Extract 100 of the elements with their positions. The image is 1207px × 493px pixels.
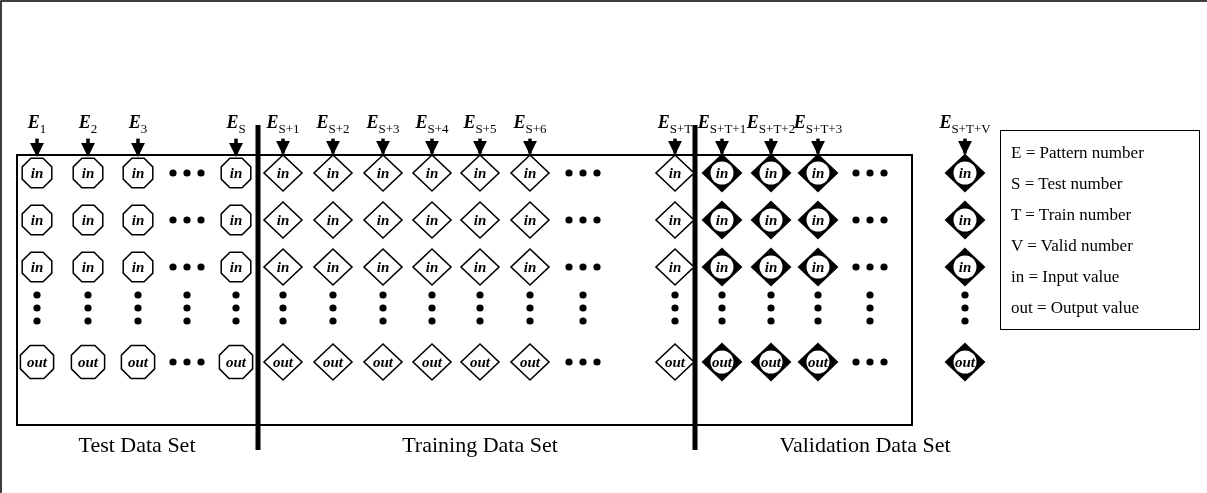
octagon-node [20, 250, 54, 284]
octagon-node [71, 203, 105, 237]
node-label: in [131, 212, 145, 228]
legend-box [1000, 130, 1200, 330]
arrow [326, 138, 340, 155]
node-label: in [958, 165, 972, 181]
bold-diamond-node [702, 343, 742, 381]
bold-diamond-node [751, 201, 791, 239]
bold-diamond-node [702, 248, 742, 286]
diamond-node [510, 248, 550, 286]
node-label: out [520, 354, 540, 370]
node-label: in [229, 259, 243, 275]
diamond-node [510, 343, 550, 381]
diamond-node [655, 154, 695, 192]
arrow [668, 138, 682, 155]
node-label: in [326, 212, 340, 228]
node-label: in [81, 212, 95, 228]
node-label: out [955, 354, 975, 370]
arrow [764, 138, 778, 155]
octagon-node [121, 203, 155, 237]
octagon-node [121, 250, 155, 284]
node-label: in [473, 259, 487, 275]
diamond-node [363, 154, 403, 192]
bold-diamond-node [702, 201, 742, 239]
legend-entry: T = Train number [1011, 204, 1133, 226]
octagon-node [217, 343, 255, 381]
legend-entry: S = Test number [1011, 173, 1124, 195]
node-label: in [811, 259, 825, 275]
pattern-label: E$_{S+T}$ [657, 112, 693, 139]
node-label: in [958, 212, 972, 228]
legend-entry: E = Pattern number [1011, 142, 1145, 164]
octagon-node [18, 343, 56, 381]
diamond-node [363, 248, 403, 286]
arrow [229, 138, 243, 157]
bold-diamond-node [751, 154, 791, 192]
node-label: in [523, 212, 537, 228]
octagon-node [20, 156, 54, 190]
node-label: in [326, 165, 340, 181]
node-label: in [668, 259, 682, 275]
octagon-node [121, 156, 155, 190]
diamond-node [460, 154, 500, 192]
diamond-node [460, 248, 500, 286]
node-label: out [712, 354, 732, 370]
pattern-label: E$_{1}$ [27, 112, 47, 139]
pattern-label: E$_{S+5}$ [463, 112, 497, 139]
bold-diamond-node [945, 343, 985, 381]
node-label: in [958, 259, 972, 275]
octagon-node [71, 156, 105, 190]
arrow [276, 138, 290, 155]
node-label: in [30, 212, 44, 228]
node-label: in [326, 259, 340, 275]
bold-diamond-node [945, 201, 985, 239]
bold-diamond-node [751, 343, 791, 381]
pattern-label: E$_{S+6}$ [513, 112, 547, 139]
diamond-node [460, 201, 500, 239]
node-label: in [425, 212, 439, 228]
diamond-node [460, 343, 500, 381]
node-label: in [715, 212, 729, 228]
node-label: in [523, 259, 537, 275]
arrow [523, 138, 537, 155]
arrow [958, 138, 972, 155]
octagon-node [219, 250, 253, 284]
diamond-node [313, 201, 353, 239]
pattern-label: E$_{S+T+V}$ [939, 112, 991, 139]
node-label: in [276, 212, 290, 228]
diamond-node [263, 248, 303, 286]
bold-diamond-node [702, 154, 742, 192]
pattern-label: E$_{2}$ [78, 112, 98, 139]
node-label: in [811, 212, 825, 228]
node-label: out [808, 354, 828, 370]
node-label: out [128, 354, 148, 370]
node-label: in [668, 212, 682, 228]
node-label: in [276, 165, 290, 181]
node-label: out [470, 354, 490, 370]
pattern-label: E$_{S}$ [226, 112, 246, 139]
bold-diamond-node [751, 248, 791, 286]
node-label: out [273, 354, 293, 370]
node-label: in [715, 165, 729, 181]
node-label: in [229, 212, 243, 228]
node-label: in [376, 165, 390, 181]
node-label: out [422, 354, 442, 370]
pattern-label: E$_{S+2}$ [316, 112, 350, 139]
bold-diamond-node [945, 248, 985, 286]
pattern-label: E$_{S+1}$ [266, 112, 300, 139]
node-label: in [131, 165, 145, 181]
diamond-node [655, 343, 695, 381]
node-label: in [30, 165, 44, 181]
octagon-node [219, 203, 253, 237]
node-label: in [473, 212, 487, 228]
diamond-node [510, 201, 550, 239]
bold-diamond-node [798, 248, 838, 286]
arrow [376, 138, 390, 155]
legend-entry: out = Output value [1011, 297, 1141, 319]
node-label: in [376, 259, 390, 275]
octagon-node [69, 343, 107, 381]
node-label: in [523, 165, 537, 181]
node-label: out [226, 354, 246, 370]
pattern-label: E$_{S+3}$ [366, 112, 400, 139]
node-label: in [764, 212, 778, 228]
node-label: out [665, 354, 685, 370]
